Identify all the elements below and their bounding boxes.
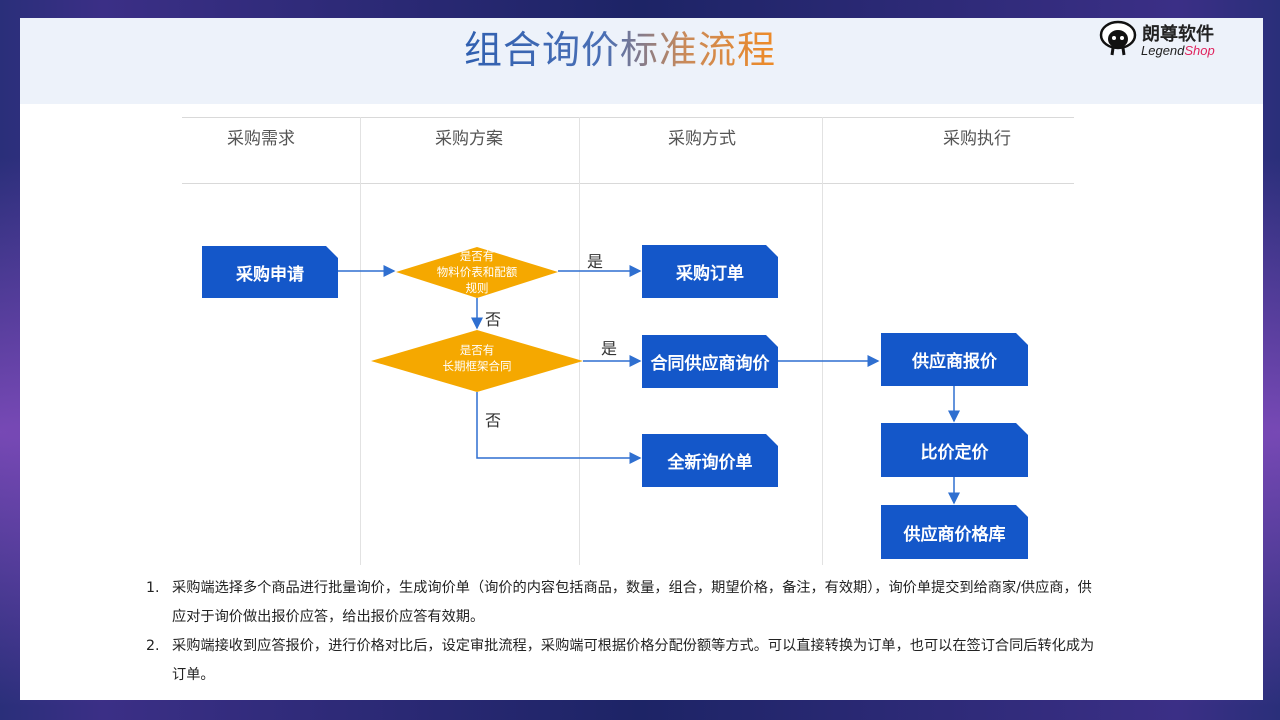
header-top-line [182, 117, 1074, 118]
node-purchase-request: 采购申请 [202, 246, 338, 298]
column-header-method: 采购方式 [668, 129, 736, 149]
decision-1-line: 物料价表和配额 [436, 265, 518, 279]
edge-label-yes-2: 是 [601, 339, 618, 358]
sheep-logo-icon [1099, 20, 1137, 56]
header-bottom-line [182, 183, 1074, 184]
note-item: 1. 采购端选择多个商品进行批量询价，生成询价单（询价的内容包括商品，数量，组合… [146, 574, 1096, 632]
decision-2-line: 长期框架合同 [442, 359, 512, 373]
logo-en-b: Shop [1184, 43, 1215, 58]
notes: 1. 采购端选择多个商品进行批量询价，生成询价单（询价的内容包括商品，数量，组合… [146, 574, 1096, 690]
arrow-d2-to-new-inquiry [476, 392, 642, 464]
edge-label-no-1: 否 [485, 310, 502, 329]
note-number: 2. [146, 638, 160, 654]
note-text: 采购端选择多个商品进行批量询价，生成询价单（询价的内容包括商品，数量，组合，期望… [172, 580, 1092, 625]
logo-cn: 朗尊软件 [1142, 24, 1214, 45]
node-new-inquiry: 全新询价单 [642, 434, 778, 487]
edge-label-no-2: 否 [485, 411, 502, 430]
note-text: 采购端接收到应答报价，进行价格对比后，设定审批流程，采购端可根据价格分配份额等方… [172, 638, 1095, 683]
decision-2-line: 是否有 [459, 343, 495, 357]
node-supplier-price-library: 供应商价格库 [881, 505, 1028, 559]
decision-1-line: 规则 [465, 281, 489, 295]
decision-2-text: 是否有 长期框架合同 [407, 342, 547, 374]
note-number: 1. [146, 580, 160, 596]
note-item: 2. 采购端接收到应答报价，进行价格对比后，设定审批流程，采购端可根据价格分配份… [146, 632, 1096, 690]
title-wrap: 组合询价标准流程 [460, 26, 780, 76]
decision-diamond-2 [371, 330, 583, 392]
column-divider [579, 117, 580, 565]
column-divider [360, 117, 361, 565]
edge-label-yes-1: 是 [587, 252, 604, 271]
logo: 朗尊软件 LegendShop [1098, 18, 1228, 60]
column-header-plan: 采购方案 [435, 129, 503, 149]
node-supplier-quote: 供应商报价 [881, 333, 1028, 386]
decision-1-line: 是否有 [459, 249, 495, 263]
node-purchase-order: 采购订单 [642, 245, 778, 298]
column-header-execution: 采购执行 [943, 129, 1011, 149]
column-header-demand: 采购需求 [227, 129, 295, 149]
decision-diamond-1 [396, 247, 558, 298]
logo-en: LegendShop [1141, 43, 1215, 58]
header-band [20, 18, 1263, 104]
page-title: 组合询价标准流程 [460, 26, 780, 74]
slide [20, 18, 1263, 700]
node-compare-price: 比价定价 [881, 423, 1028, 477]
decision-1-text: 是否有 物料价表和配额 规则 [417, 248, 537, 296]
logo-en-a: Legend [1141, 43, 1185, 58]
node-contract-supplier-inquiry: 合同供应商询价 [642, 335, 778, 388]
column-divider [822, 117, 823, 565]
